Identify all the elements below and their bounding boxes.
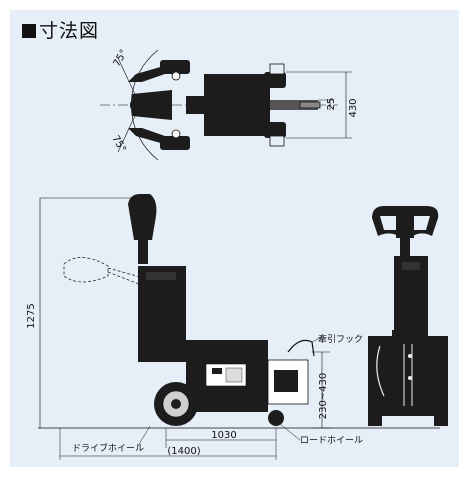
square-bullet-icon — [22, 24, 36, 38]
rear-view — [368, 206, 448, 426]
top-width-dimension: 430 — [348, 98, 359, 117]
drive-wheel-label: ドライブホイール — [72, 442, 144, 454]
side-total-length-dimension: (1400) — [167, 446, 200, 457]
page-title-text: 寸法図 — [39, 20, 100, 42]
side-view — [38, 194, 440, 460]
top-view — [100, 49, 352, 161]
side-body-length-dimension: 1030 — [211, 430, 236, 441]
tow-hook-label: 牽引フック — [318, 333, 363, 345]
page-title: 寸法図 — [22, 16, 99, 43]
top-angle-upper-label: 75° — [112, 48, 130, 69]
side-hook-height-dimension: 230~430 — [318, 373, 329, 420]
load-wheel-label: ロードホイール — [300, 435, 363, 446]
top-offset-dimension: 25 — [326, 98, 337, 111]
side-height-dimension: 1275 — [26, 303, 37, 328]
